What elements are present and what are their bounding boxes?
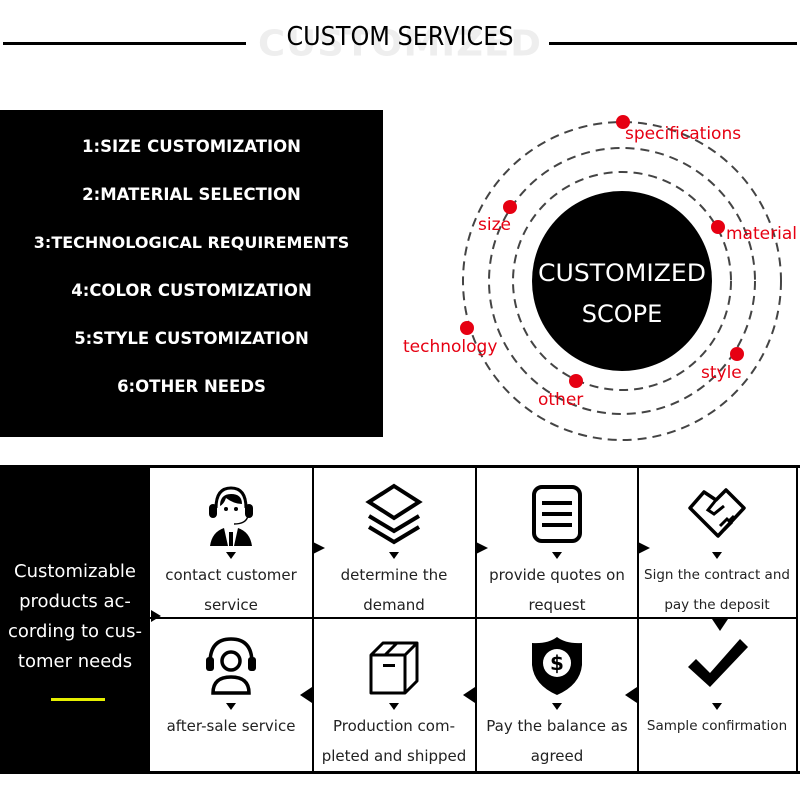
label-line: pleted and shipped xyxy=(321,747,467,765)
down-arrow-icon xyxy=(226,703,236,710)
process-step-label: Production com- pleted and shipped xyxy=(313,711,475,771)
document-list-icon xyxy=(532,485,582,543)
scope-ring-outer xyxy=(462,121,782,441)
checkmark-icon xyxy=(688,639,748,687)
down-arrow-icon xyxy=(389,703,399,710)
services-list-item: 3:TECHNOLOGICAL REQUIREMENTS xyxy=(33,233,350,252)
process-step-contract: Sign the contract and pay the deposit xyxy=(638,468,796,620)
header-rule-right xyxy=(549,42,797,45)
process-intro-line: products ac- xyxy=(19,591,131,612)
scope-label-specifications: specifications xyxy=(625,124,741,144)
process-step-label: after-sale service xyxy=(150,711,312,741)
customer-service-agent-icon xyxy=(209,486,253,546)
scope-label-size: size xyxy=(478,215,511,235)
scope-label-technology: technology xyxy=(403,337,497,357)
label-line: agreed xyxy=(530,747,584,765)
process-step-label: provide quotes on request xyxy=(476,560,638,620)
services-list-item: 2:MATERIAL SELECTION xyxy=(82,185,301,204)
grid-divider xyxy=(796,466,798,772)
flow-arrow-right-icon xyxy=(313,542,325,554)
label-line: service xyxy=(204,596,258,614)
process-intro-text: Customizable products ac- cording to cus… xyxy=(0,557,150,677)
scope-label-material: material xyxy=(726,224,797,244)
flow-arrow-right-icon xyxy=(476,542,488,554)
down-arrow-icon xyxy=(226,552,236,559)
scope-center-line2: SCOPE xyxy=(582,300,663,328)
scope-dot-size xyxy=(503,200,517,214)
label-line: contact customer xyxy=(165,566,297,584)
grid-divider xyxy=(312,466,314,772)
scope-dot-specifications xyxy=(616,115,630,129)
label-line: demand xyxy=(363,596,425,614)
process-step-label: contact customer service xyxy=(150,560,312,620)
flow-arrow-left-icon xyxy=(625,687,637,703)
services-list-item: 1:SIZE CUSTOMIZATION xyxy=(82,137,301,156)
down-arrow-icon xyxy=(552,703,562,710)
down-arrow-icon xyxy=(712,552,722,559)
process-intro-line: cording to cus- xyxy=(8,621,142,642)
process-intro-panel: Customizable products ac- cording to cus… xyxy=(0,465,150,774)
label-line: provide quotes on xyxy=(489,566,625,584)
label-line: Production com- xyxy=(332,717,456,735)
process-intro-line: tomer needs xyxy=(17,651,133,672)
layers-icon xyxy=(365,483,423,545)
process-step-label: determine the demand xyxy=(313,560,475,620)
header-rule-left xyxy=(3,42,246,45)
grid-divider xyxy=(637,466,639,772)
scope-center-line1: CUSTOMIZED xyxy=(538,259,706,287)
flow-arrow-right-icon xyxy=(638,542,650,554)
process-step-label: Pay the balance as agreed xyxy=(476,711,638,771)
process-step-label: Sign the contract and pay the deposit xyxy=(638,560,796,620)
scope-ring-middle xyxy=(488,147,756,415)
label-line: Sign the contract and xyxy=(644,567,790,583)
process-step-balance: $ Pay the balance as agreed xyxy=(476,619,638,771)
process-step-demand: determine the demand xyxy=(313,468,475,620)
scope-dot-style xyxy=(730,347,744,361)
scope-diagram-svg: CUSTOMIZED SCOPE specifications size mat… xyxy=(403,115,797,441)
handshake-icon xyxy=(688,488,746,538)
label-line: determine the xyxy=(340,566,448,584)
headset-user-icon xyxy=(206,637,256,695)
scope-ring-inner xyxy=(512,171,732,391)
box-icon xyxy=(369,641,419,695)
services-list-item: 6:OTHER NEEDS xyxy=(117,377,266,396)
process-step-sample: Sample confirmation xyxy=(638,619,796,771)
flow-arrow-down-icon xyxy=(712,619,728,631)
services-list-item: 5:STYLE CUSTOMIZATION xyxy=(74,329,309,348)
services-list-panel: 1:SIZE CUSTOMIZATION 2:MATERIAL SELECTIO… xyxy=(0,110,383,437)
page-title: CUSTOM SERVICES xyxy=(286,22,514,52)
intro-accent-bar xyxy=(51,698,105,701)
services-list-item: 4:COLOR CUSTOMIZATION xyxy=(71,281,312,300)
label-line: request xyxy=(528,596,586,614)
flow-arrow-left-icon xyxy=(463,687,475,703)
shield-dollar-icon: $ xyxy=(532,637,582,695)
label-line: Sample confirmation xyxy=(646,718,788,734)
grid-row-divider xyxy=(150,617,797,619)
label-line: after-sale service xyxy=(166,717,296,735)
grid-border-bottom xyxy=(0,771,800,774)
process-step-contact: contact customer service xyxy=(150,468,312,620)
scope-dot-material xyxy=(711,220,725,234)
scope-center-disc xyxy=(532,191,712,371)
flow-arrow-right-icon xyxy=(151,610,161,622)
svg-text:$: $ xyxy=(550,651,564,675)
down-arrow-icon xyxy=(552,552,562,559)
process-step-after-sale: after-sale service xyxy=(150,619,312,771)
down-arrow-icon xyxy=(389,552,399,559)
header-watermark: CUSTOMIZED xyxy=(258,23,542,64)
label-line: pay the deposit xyxy=(664,597,770,613)
process-step-quotes: provide quotes on request xyxy=(476,468,638,620)
process-step-production: Production com- pleted and shipped xyxy=(313,619,475,771)
flow-arrow-left-icon xyxy=(300,687,312,703)
process-step-label: Sample confirmation xyxy=(638,711,796,741)
scope-label-other: other xyxy=(538,390,583,410)
process-intro-line: Customizable xyxy=(14,561,136,582)
label-line: Pay the balance as xyxy=(486,717,628,735)
down-arrow-icon xyxy=(712,703,722,710)
scope-label-style: style xyxy=(701,363,742,383)
scope-dot-other xyxy=(569,374,583,388)
scope-dot-technology xyxy=(460,321,474,335)
grid-divider xyxy=(475,466,477,772)
